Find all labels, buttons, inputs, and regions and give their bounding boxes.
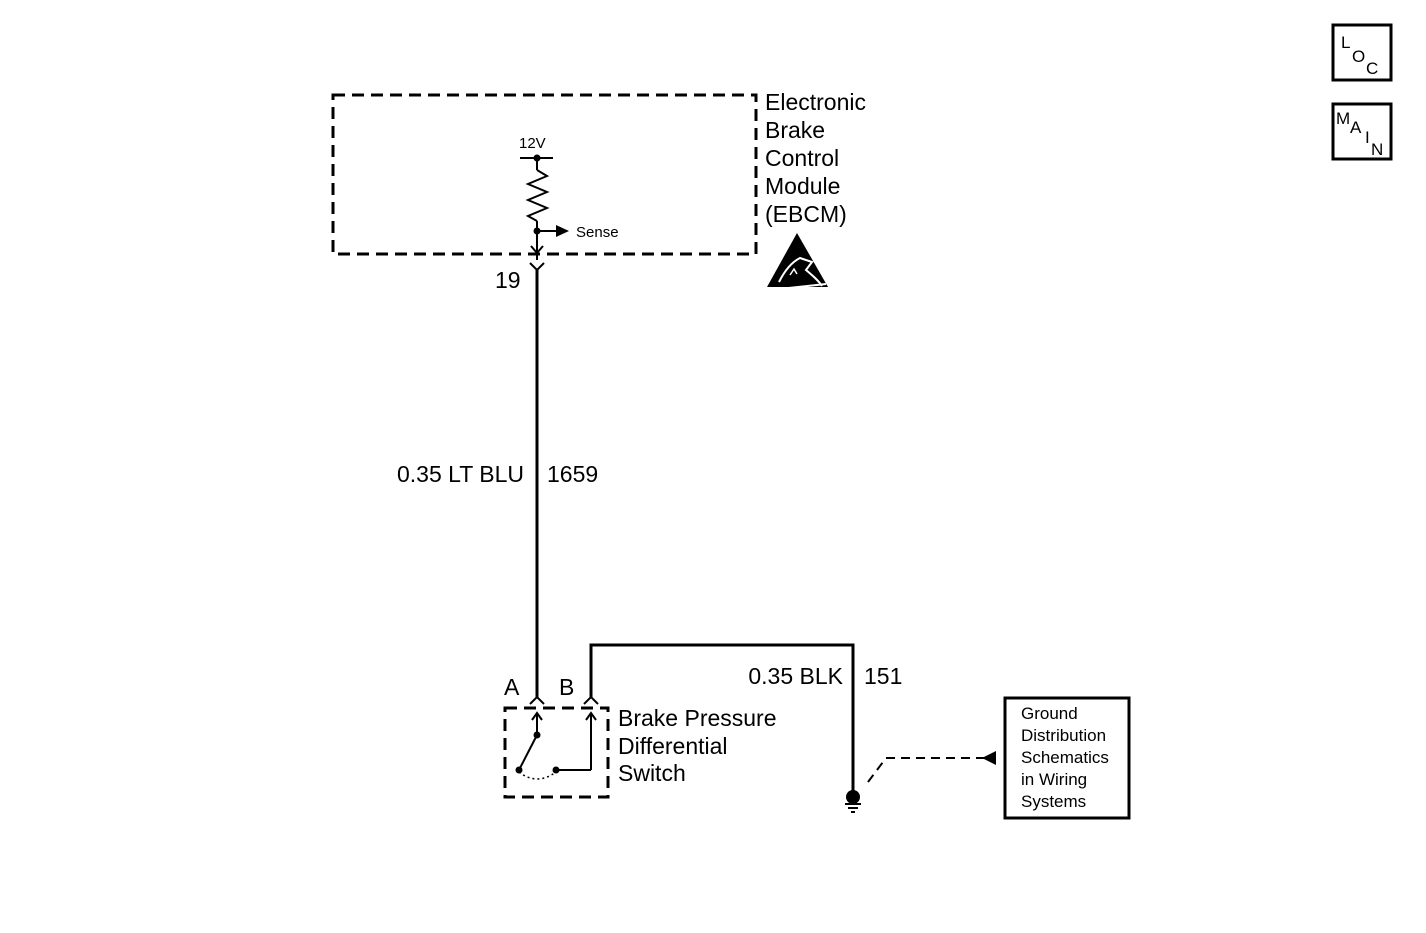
voltage-label: 12V <box>519 135 546 152</box>
switch-outline <box>503 706 610 799</box>
switch-label: Brake Pressure Differential Switch <box>618 705 783 786</box>
ground-distribution-link[interactable]: Ground Distribution Schematics in Wiring… <box>1003 696 1131 820</box>
wire-a-gauge-color: 0.35 LT BLU <box>397 461 524 487</box>
main-letter-a: A <box>1350 118 1362 137</box>
ebcm-module-outline <box>331 93 758 256</box>
wire-b-gauge-color: 0.35 BLK <box>748 663 843 689</box>
switch-connector-b-icon <box>583 695 599 705</box>
wire-circuit-151 <box>589 643 855 792</box>
ground-distribution-label: Ground Distribution Schematics in Wiring… <box>1021 704 1114 811</box>
pullup-resistor <box>525 169 550 222</box>
main-letter-i: I <box>1365 128 1370 147</box>
reference-arrow-icon <box>982 751 996 765</box>
sense-arrow-icon <box>556 225 569 237</box>
main-letter-n: N <box>1371 140 1383 159</box>
switch-pin-b-label: B <box>559 674 574 700</box>
loc-letter-o: O <box>1352 47 1365 66</box>
switch-connector-a-icon <box>529 695 545 705</box>
switch-pin-a-label: A <box>504 674 520 700</box>
loc-letter-c: C <box>1366 59 1378 78</box>
wire-b-circuit: 151 <box>864 663 902 689</box>
ground-reference-leader <box>867 757 985 783</box>
ebcm-label: Electronic Brake Control Module (EBCM) <box>765 89 872 227</box>
loc-button[interactable]: L O C <box>1331 23 1393 82</box>
wire-a-circuit: 1659 <box>547 461 598 487</box>
esd-warning-icon <box>767 233 828 291</box>
main-button[interactable]: M A I N <box>1331 102 1393 161</box>
pressure-switch-symbol <box>515 711 597 780</box>
ebcm-pin-label: 19 <box>495 267 521 293</box>
main-letter-m: M <box>1336 109 1350 128</box>
ground-icon <box>845 790 861 813</box>
ebcm-connector-icon <box>529 262 545 272</box>
loc-letter-l: L <box>1341 33 1350 52</box>
sense-label: Sense <box>576 224 619 241</box>
